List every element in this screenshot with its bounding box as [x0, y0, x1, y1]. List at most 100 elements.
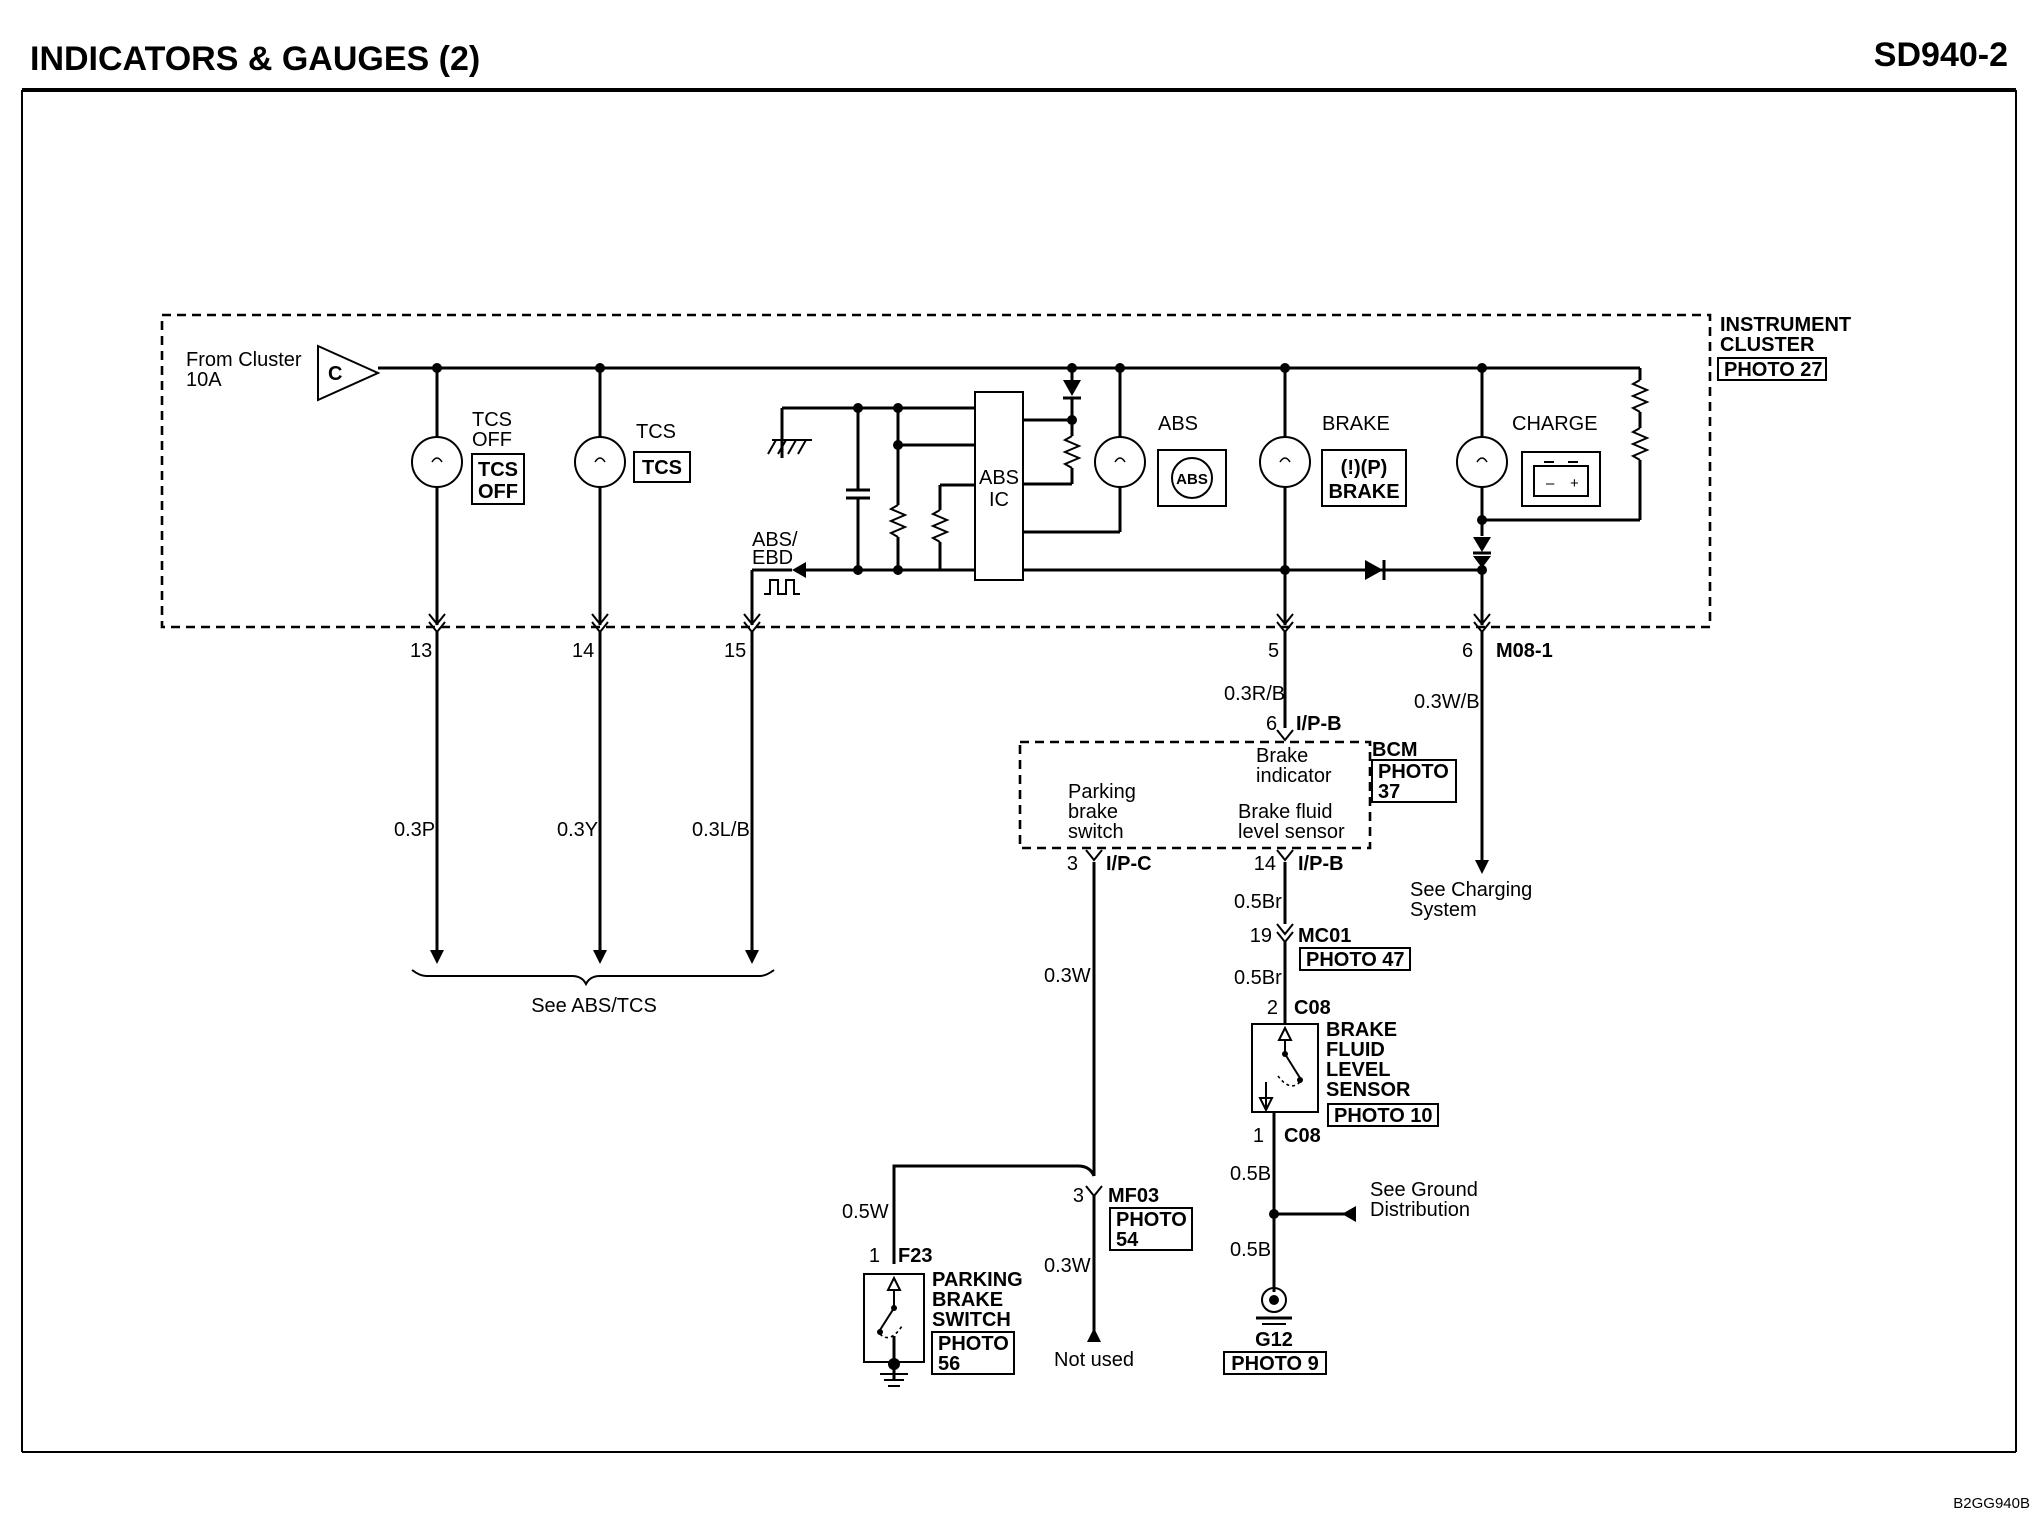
tcsoff-badge-line1: TCS	[478, 459, 518, 481]
cluster-name-line1: INSTRUMENT	[1720, 314, 1851, 336]
brake-filament	[1279, 457, 1291, 463]
fluid-sensor-arrow-down	[1258, 1097, 1274, 1113]
resistor-3-icon	[1062, 435, 1082, 469]
note-see-ground-line2: Distribution	[1370, 1199, 1470, 1221]
bcm-brake-indicator-line2: indicator	[1256, 765, 1332, 787]
tcs-label: TCS	[636, 421, 676, 443]
wire-0-5br-1: 0.5Br	[1234, 891, 1282, 913]
pin-5: 5	[1268, 640, 1279, 662]
bcm-ipb-bot-pin: 14	[1254, 853, 1276, 875]
charge-filament	[1476, 457, 1488, 463]
abs-ic-label-line1: ABS	[979, 467, 1019, 489]
tcsoff-output-arrow	[430, 950, 444, 964]
brake-symbol-icon: (!)(P)	[1341, 457, 1388, 479]
wire-0-5b-1: 0.5B	[1230, 1163, 1271, 1185]
wire-0-3w-notused: 0.3W	[1044, 1255, 1091, 1277]
mf03-name: MF03	[1108, 1185, 1159, 1207]
ground-g12-center	[1269, 1295, 1279, 1305]
pbs-contact-dot-2	[877, 1329, 883, 1335]
fluid-sensor-name-line2: FLUID	[1326, 1039, 1385, 1061]
f23-name: F23	[898, 1245, 932, 1267]
brake-bulb-icon	[1259, 436, 1311, 488]
wire-0-3p: 0.3P	[394, 819, 435, 841]
fluid-sensor-switch-icon	[1284, 1053, 1301, 1079]
bcm-ipc-connector-icon	[1085, 849, 1103, 862]
charge-output-arrow	[1475, 860, 1489, 874]
pbs-name-line2: BRAKE	[932, 1289, 1003, 1311]
pbs-dashed-arc	[879, 1325, 903, 1339]
c08-bot-name: C08	[1284, 1125, 1321, 1147]
wire-0-5br-2: 0.5Br	[1234, 967, 1282, 989]
chassis-ground-hatch-3	[787, 439, 797, 455]
chassis-ground-hatch-2	[777, 439, 787, 455]
abs-ebd-label-line1: ABS/	[752, 529, 798, 551]
absebd-output-arrow	[745, 950, 759, 964]
mf03-photo-box	[1109, 1207, 1193, 1251]
pin-6: 6	[1462, 640, 1473, 662]
wire-0-3lb: 0.3L/B	[692, 819, 750, 841]
tcs-bulb-icon	[574, 436, 626, 488]
mf03-pin: 3	[1073, 1185, 1084, 1207]
wire-0-3y: 0.3Y	[557, 819, 598, 841]
pbs-photo-box	[931, 1331, 1015, 1375]
fluid-sensor-dot-2	[1297, 1077, 1303, 1083]
mc01-photo-box	[1299, 947, 1411, 971]
abs-bulb-icon	[1094, 436, 1146, 488]
bcm-ipb-top-conn: I/P-B	[1296, 713, 1342, 735]
resistor-1-icon	[888, 504, 908, 538]
resistor-2-icon	[930, 509, 950, 543]
charge-bulb-icon	[1456, 436, 1508, 488]
fuse-letter: C	[328, 363, 342, 385]
connector-m08: M08-1	[1496, 640, 1553, 662]
abs-badge: ABS	[1176, 471, 1208, 488]
brake-label: BRAKE	[1322, 413, 1390, 435]
tcsoff-label-line1: TCS	[472, 409, 512, 431]
ground-name: G12	[1255, 1329, 1293, 1351]
bcm-photo-line1: PHOTO	[1378, 761, 1449, 783]
tcsoff-badge-box	[471, 453, 525, 505]
ground-g12-icon	[1261, 1287, 1287, 1313]
note-see-abs-tcs: See ABS/TCS	[531, 995, 657, 1017]
pin-14: 14	[572, 640, 594, 662]
bcm-ipc-pin: 3	[1067, 853, 1078, 875]
ground-photo: PHOTO 9	[1231, 1353, 1318, 1375]
charge-splice-bottom	[1477, 565, 1487, 575]
wire-0-3w-pbs: 0.3W	[1044, 965, 1091, 987]
mc01-name: MC01	[1298, 925, 1351, 947]
abs-filament	[1114, 457, 1126, 463]
tcsoff-label-line2: OFF	[472, 429, 512, 451]
cluster-photo-box	[1717, 357, 1827, 381]
charge-label: CHARGE	[1512, 413, 1598, 435]
tcsoff-badge-line2: OFF	[478, 481, 518, 503]
abs-ebd-label-line2: EBD	[752, 547, 793, 569]
mc01-photo: PHOTO 47	[1306, 949, 1405, 971]
mf03-connector-icon	[1085, 1185, 1103, 1198]
f23-pin: 1	[869, 1245, 880, 1267]
brake-badge: BRAKE	[1328, 481, 1399, 503]
pin-13: 13	[410, 640, 432, 662]
bcm-photo-line2: 37	[1378, 781, 1400, 803]
fluid-sensor-photo: PHOTO 10	[1334, 1105, 1433, 1127]
cluster-photo: PHOTO 27	[1724, 359, 1823, 381]
bcm-boundary	[1018, 740, 1372, 850]
page-title: INDICATORS & GAUGES (2)	[30, 40, 480, 78]
battery-icon	[1533, 465, 1589, 497]
pbs-photo-line2: 56	[938, 1353, 960, 1375]
pbs-name-line1: PARKING	[932, 1269, 1023, 1291]
bcm-parking-line3: switch	[1068, 821, 1124, 843]
fluid-sensor-name-line1: BRAKE	[1326, 1019, 1397, 1041]
page-code: SD940-2	[1874, 36, 2008, 74]
ebd-arrow-icon	[792, 562, 806, 578]
parking-brake-switch: PARKING BRAKE SWITCH PHOTO 56	[863, 1269, 1023, 1387]
bcm-brake-indicator-line1: Brake	[1256, 745, 1308, 767]
fluid-sensor-name-line3: LEVEL	[1326, 1059, 1390, 1081]
pbs-photo-line1: PHOTO	[938, 1333, 1009, 1355]
charge-diode-2-icon	[1473, 556, 1491, 568]
wire-0-3rb: 0.3R/B	[1224, 683, 1285, 705]
fluid-sensor-photo-box	[1327, 1103, 1439, 1127]
ic-splice-d	[853, 565, 863, 575]
tcsoff-filament	[431, 457, 443, 463]
wire-0-5w: 0.5W	[842, 1201, 889, 1223]
bcm-parking-line1: Parking	[1068, 781, 1136, 803]
